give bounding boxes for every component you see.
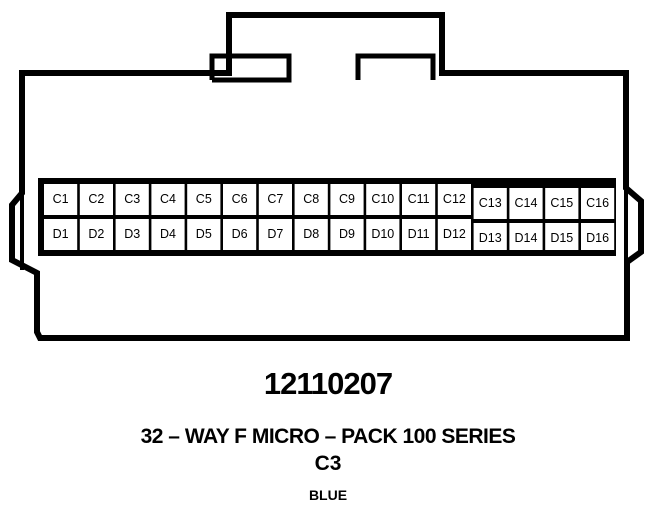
pin-cell-c3 bbox=[115, 184, 149, 215]
pin-label-c10: C10 bbox=[371, 192, 394, 206]
pin-cell-d16 bbox=[581, 223, 615, 250]
pins-group: C1 C2 C3 C4 C5 C6 C7 C8 C9 C10 C11 C12 C13 C14 C15 C16D… bbox=[44, 184, 615, 250]
pin-cell-d7 bbox=[258, 219, 292, 250]
pin-label-d10: D10 bbox=[371, 227, 394, 241]
part-number: 12110207 bbox=[263, 366, 393, 401]
pin-cell-c6 bbox=[223, 184, 257, 215]
pin-cell-c10 bbox=[366, 184, 400, 215]
pin-label-d2: D2 bbox=[88, 227, 104, 241]
pin-label-d4: D4 bbox=[160, 227, 176, 241]
pin-label-d14: D14 bbox=[515, 231, 538, 245]
pin-label-d15: D15 bbox=[550, 231, 573, 245]
pin-cell-c1 bbox=[44, 184, 78, 215]
pin-label-d3: D3 bbox=[124, 227, 140, 241]
pin-label-d7: D7 bbox=[267, 227, 283, 241]
pin-label-c1: C1 bbox=[53, 192, 69, 206]
pin-cell-c16 bbox=[581, 188, 615, 219]
pin-label-c4: C4 bbox=[160, 192, 176, 206]
pin-label-c14: C14 bbox=[515, 196, 538, 210]
pin-cell-d1 bbox=[44, 219, 78, 250]
pin-label-d12: D12 bbox=[443, 227, 466, 241]
pin-cell-c11 bbox=[402, 184, 436, 215]
pin-cell-d12 bbox=[437, 219, 471, 250]
pin-label-c11: C11 bbox=[408, 192, 430, 206]
pin-cell-d3 bbox=[115, 219, 149, 250]
pin-cell-d6 bbox=[223, 219, 257, 250]
pin-cell-c4 bbox=[151, 184, 185, 215]
pin-cell-d10 bbox=[366, 219, 400, 250]
pin-cell-d9 bbox=[330, 219, 364, 250]
pin-label-c6: C6 bbox=[232, 192, 248, 206]
pin-label-d5: D5 bbox=[196, 227, 212, 241]
pin-label-c3: C3 bbox=[124, 192, 140, 206]
pin-cell-c5 bbox=[187, 184, 221, 215]
pin-label-c8: C8 bbox=[303, 192, 319, 206]
pin-cell-d15 bbox=[545, 223, 579, 250]
pin-label-d13: D13 bbox=[479, 231, 502, 245]
pin-cell-d13 bbox=[473, 223, 507, 250]
pin-cell-c8 bbox=[294, 184, 328, 215]
pin-label-c15: C15 bbox=[550, 196, 573, 210]
pin-cell-c13 bbox=[473, 188, 507, 219]
pin-label-c13: C13 bbox=[479, 196, 502, 210]
connector-housing-outline bbox=[9, 12, 644, 341]
pin-label-c16: C16 bbox=[586, 196, 609, 210]
pin-label-c12: C12 bbox=[443, 192, 466, 206]
pin-cell-d8 bbox=[294, 219, 328, 250]
pin-label-d6: D6 bbox=[232, 227, 248, 241]
pin-label-c7: C7 bbox=[267, 192, 283, 206]
connector-id: C3 bbox=[314, 452, 342, 475]
pin-label-d11: D11 bbox=[408, 227, 430, 241]
pin-label-d8: D8 bbox=[303, 227, 319, 241]
pin-label-c2: C2 bbox=[88, 192, 104, 206]
pin-cell-c2 bbox=[79, 184, 113, 215]
pin-cell-c12 bbox=[437, 184, 471, 215]
pin-cell-c9 bbox=[330, 184, 364, 215]
pin-cell-c14 bbox=[509, 188, 543, 219]
pin-label-d16: D16 bbox=[586, 231, 609, 245]
pin-label-c5: C5 bbox=[196, 192, 212, 206]
pin-cell-c7 bbox=[258, 184, 292, 215]
pin-label-c9: C9 bbox=[339, 192, 355, 206]
pin-cell-d4 bbox=[151, 219, 185, 250]
pin-cell-d14 bbox=[509, 223, 543, 250]
pin-cell-d5 bbox=[187, 219, 221, 250]
connector-description: 32 – WAY F MICRO – PACK 100 SERIES bbox=[140, 425, 516, 448]
pin-label-d1: D1 bbox=[53, 227, 69, 241]
connector-color: BLUE bbox=[308, 487, 348, 503]
latch-inner-outline bbox=[209, 53, 436, 83]
pin-cell-d2 bbox=[79, 219, 113, 250]
pin-label-d9: D9 bbox=[339, 227, 355, 241]
pin-cell-d11 bbox=[402, 219, 436, 250]
pin-cell-c15 bbox=[545, 188, 579, 219]
